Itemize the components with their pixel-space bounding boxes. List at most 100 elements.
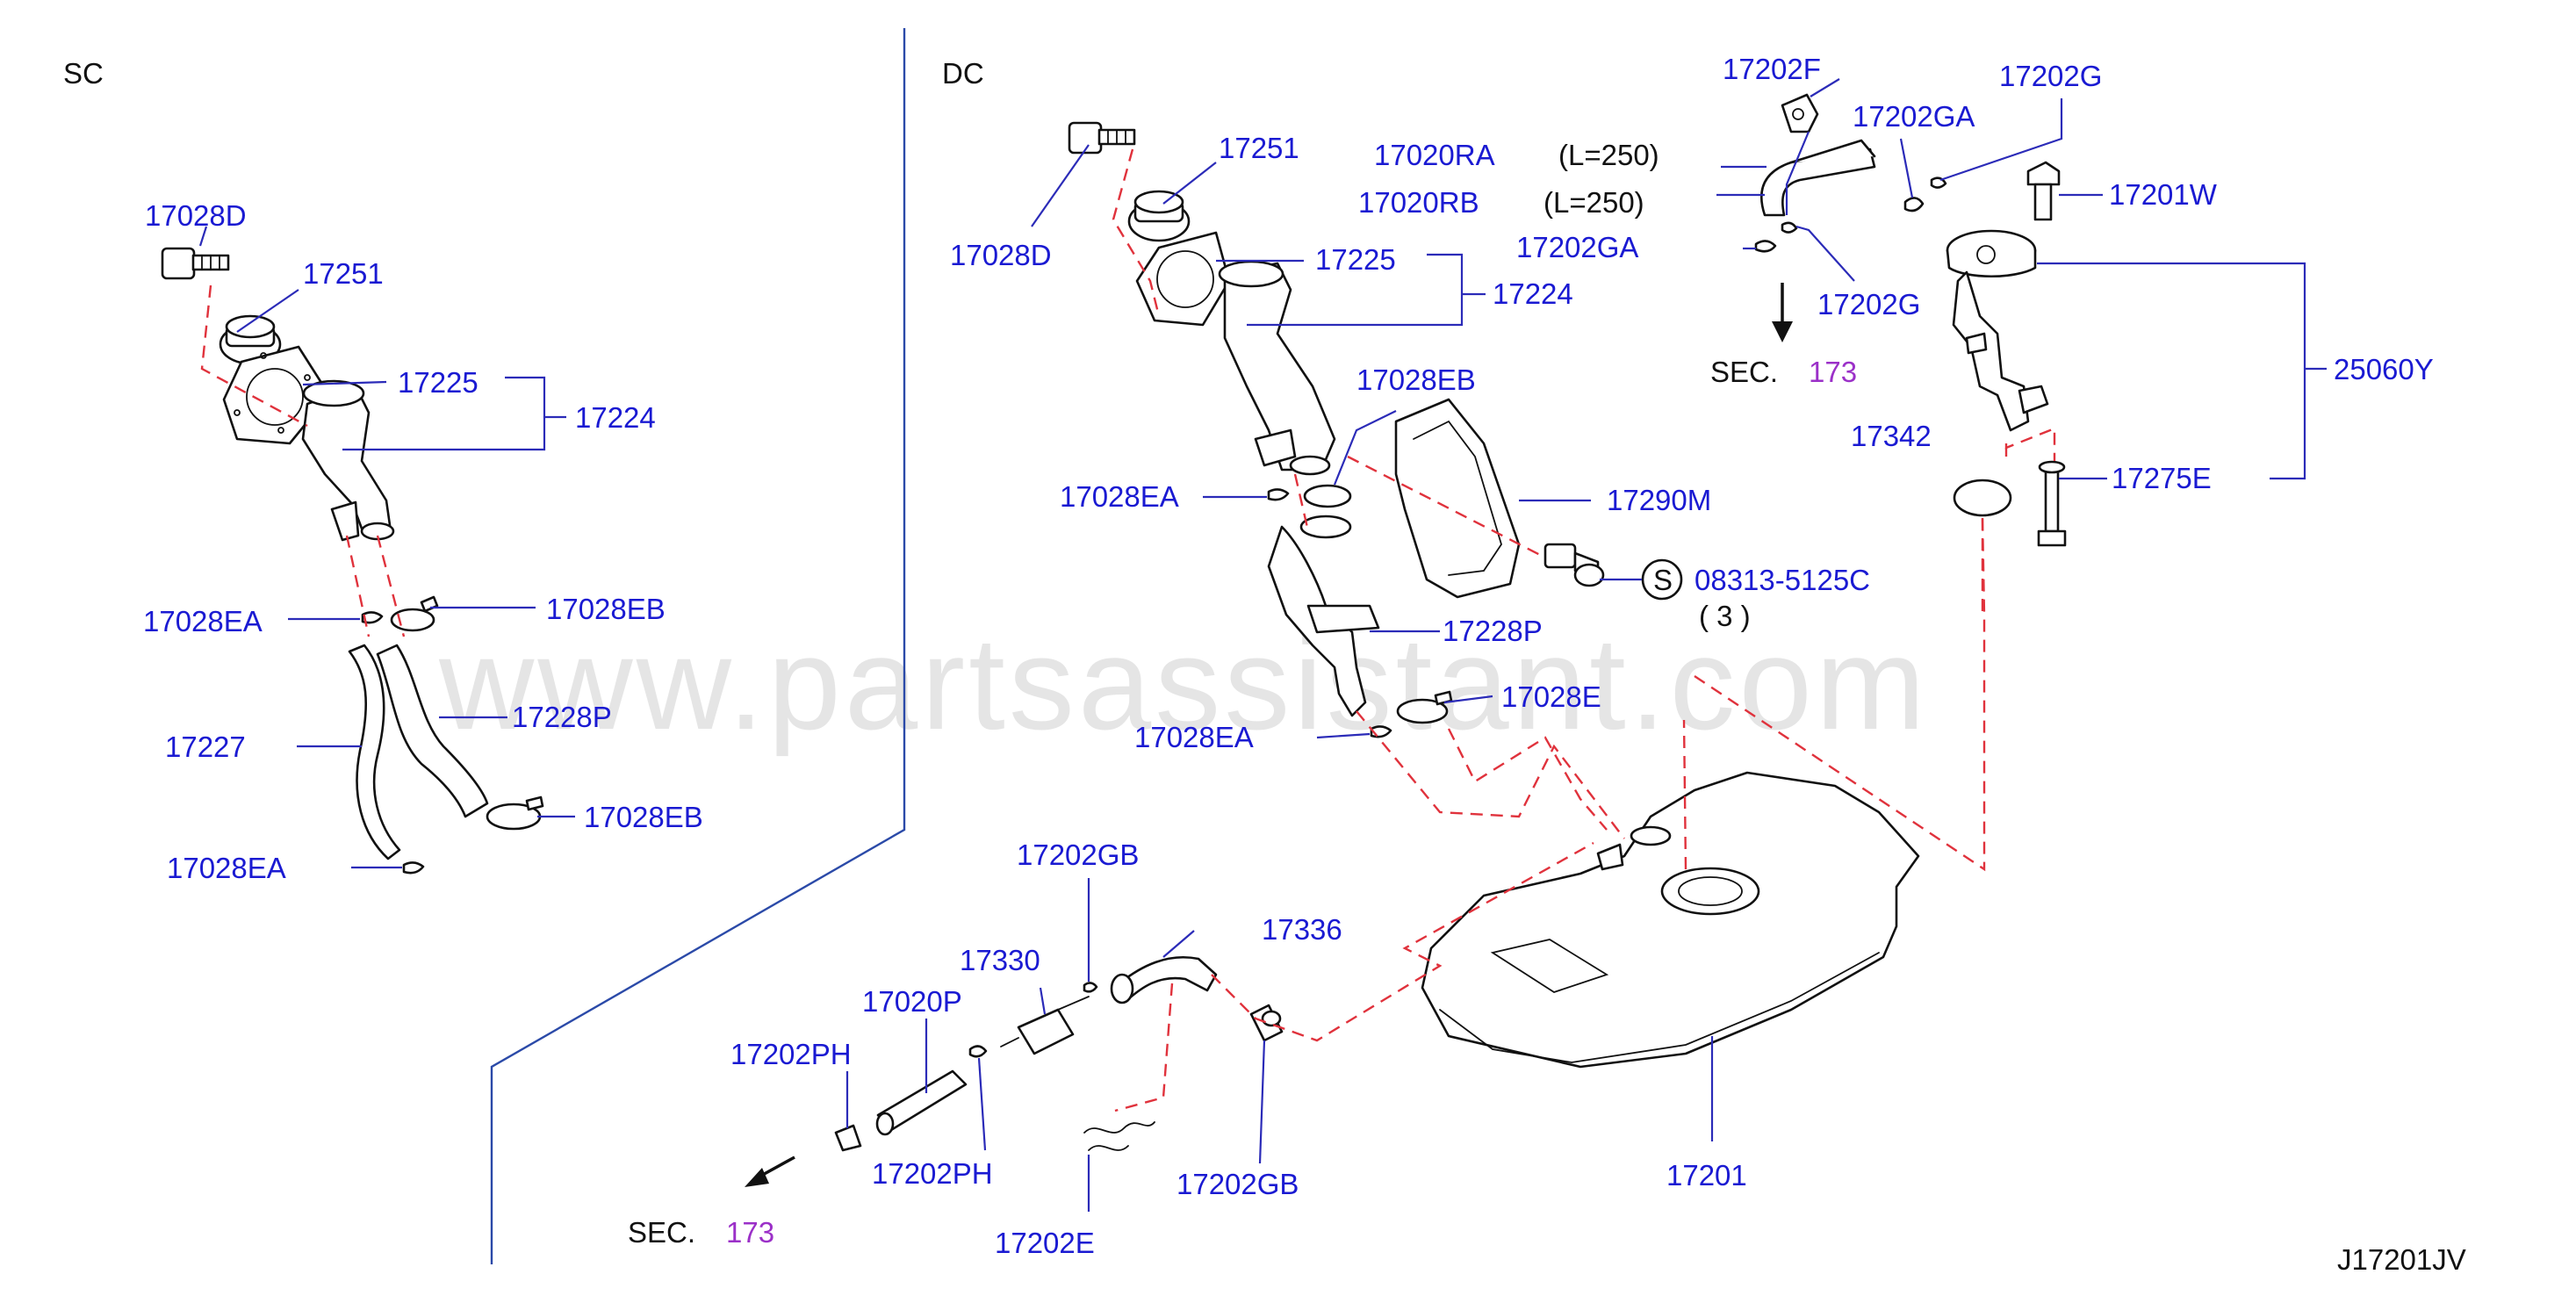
- dc-gasket-17342: [1953, 479, 2012, 517]
- label-dc-17202g-2: 17202G: [1817, 288, 1920, 320]
- dc-bolt-08313-5125c: [1543, 543, 1605, 587]
- label-dc-17202ga-1: 17202GA: [1853, 100, 1975, 133]
- label-dc-17201: 17201: [1666, 1159, 1747, 1191]
- leader-dc-17202gb-2: [1258, 1040, 1266, 1164]
- label-dc-sec-top-number[interactable]: 173: [1809, 356, 1857, 388]
- sc-hose-17228p: [376, 644, 489, 818]
- label-sc-17224: 17224: [575, 401, 656, 434]
- leader-dc-17202g-1: [1939, 98, 2063, 182]
- label-dc-17202f: 17202F: [1723, 53, 1821, 85]
- label-dc-17225: 17225: [1315, 243, 1396, 276]
- leader-sc-17224-bracket: [342, 376, 546, 451]
- watermark: www.partsassistant.com: [438, 609, 1929, 757]
- label-dc-08313-qty: ( 3 ): [1699, 600, 1751, 632]
- label-dc-17028eb: 17028EB: [1356, 364, 1476, 396]
- label-dc-sec-bottom: SEC.: [628, 1216, 695, 1249]
- label-sc-17227: 17227: [165, 731, 246, 763]
- label-dc-17202e: 17202E: [995, 1227, 1095, 1259]
- leader-dc-17202ph-2: [977, 1057, 987, 1151]
- dc-assembly-line-pump: [2004, 427, 2056, 461]
- dc-sec-top-arrow: [1772, 283, 1793, 342]
- dc-tubes-17020ra-17020rb: [1760, 139, 1876, 217]
- label-dc-17020rb-length: (L=250): [1543, 186, 1644, 219]
- label-dc-17020rb: 17020RB: [1358, 186, 1479, 219]
- leader-sc-17251: [236, 289, 299, 333]
- sc-assembly-line-3: [376, 535, 406, 637]
- label-sc-17028eb-2: 17028EB: [584, 801, 703, 833]
- dc-assembly-line-bracket: [1114, 983, 1174, 1112]
- leader-dc-17028e: [1443, 695, 1493, 704]
- dc-sec-bottom-arrow: [745, 1155, 795, 1187]
- sc-clamp-17028ea-1: [361, 611, 384, 624]
- dc-assembly-line-neck: [1293, 473, 1310, 532]
- label-dc-17202ga-2: 17202GA: [1516, 231, 1638, 263]
- dc-s-symbol: [1641, 558, 1683, 601]
- leader-dc-17202ga-1: [1899, 138, 1914, 198]
- dc-clip-17202g-2: [1781, 221, 1798, 234]
- dc-hose-17020p: [875, 1069, 968, 1136]
- label-dc-17336: 17336: [1262, 913, 1342, 946]
- leader-dc-25060y-bracket: [2037, 262, 2306, 480]
- sc-gasket-17225: [222, 345, 331, 445]
- label-dc-17228p: 17228P: [1443, 615, 1543, 647]
- label-dc-17202ph-2: 17202PH: [872, 1157, 993, 1190]
- sc-hose-17227: [348, 644, 401, 860]
- label-dc-17202ph-1: 17202PH: [730, 1038, 852, 1070]
- sc-bolt-17028d: [161, 247, 230, 280]
- sc-assembly-line-1: [200, 284, 308, 428]
- dc-assembly-line-filler: [1447, 728, 1608, 831]
- dc-assembly-line-hose: [1211, 841, 1594, 1042]
- leader-dc-17224-bracket: [1247, 253, 1464, 327]
- leader-dc-17336: [1162, 930, 1195, 958]
- sc-filler-neck-17224: [301, 379, 395, 542]
- label-dc-17028ea-1: 17028EA: [1060, 480, 1179, 513]
- dc-fuel-pump-25060y: [1946, 229, 2049, 432]
- leader-dc-17330: [1039, 987, 1047, 1015]
- label-sc-17028ea-2: 17028EA: [167, 852, 286, 884]
- label-dc-17020p: 17020P: [862, 985, 962, 1018]
- label-dc-17275e: 17275E: [2112, 462, 2212, 494]
- label-dc-17201w: 17201W: [2109, 178, 2218, 211]
- leader-sc-17028d: [198, 226, 208, 247]
- label-dc-17202gb-1: 17202GB: [1017, 839, 1139, 871]
- dc-bracket-17202e: [1083, 1121, 1155, 1151]
- label-dc-17028e: 17028E: [1501, 680, 1601, 713]
- label-sc-17225: 17225: [398, 366, 479, 399]
- dc-assembly-line-cap: [1112, 148, 1161, 317]
- label-dc-17028ea-2: 17028EA: [1134, 721, 1254, 753]
- dc-clip-17202ga-1: [1903, 197, 1925, 212]
- leader-dc-17028eb: [1333, 410, 1397, 486]
- section-label-sc: SC: [63, 57, 104, 90]
- dc-filler-cap-17251: [1127, 190, 1191, 242]
- label-sc-17228p: 17228P: [512, 701, 612, 733]
- dc-heat-shield-17290m: [1394, 398, 1521, 599]
- label-dc-17251: 17251: [1219, 132, 1299, 164]
- leader-dc-17202f-tube: [1785, 131, 1810, 215]
- label-dc-08313-5125c: 08313-5125C: [1695, 564, 1870, 596]
- label-dc-17290m: 17290M: [1607, 484, 1711, 516]
- dc-clamp-17028eb: [1303, 484, 1352, 508]
- dc-assembly-line-tank-top: [1682, 719, 1687, 870]
- dc-clip-17202ph-1: [834, 1124, 862, 1152]
- label-dc-17202g-1: 17202G: [1999, 60, 2102, 92]
- label-dc-sec-top: SEC.: [1710, 356, 1778, 388]
- label-dc-s-symbol: S: [1653, 564, 1673, 596]
- leader-dc-17202f: [1810, 78, 1840, 97]
- dc-clamp-17028ea-1: [1267, 488, 1290, 501]
- dc-filler-neck-17224: [1218, 260, 1336, 476]
- leader-dc-17251: [1162, 162, 1217, 205]
- dc-sender-17275e: [2037, 460, 2067, 547]
- label-sc-17028eb-1: 17028EB: [546, 593, 666, 625]
- sc-clamp-17028eb-1: [390, 595, 439, 632]
- dc-assembly-line-shield: [1347, 455, 1546, 559]
- label-dc-sec-bottom-number[interactable]: 173: [726, 1216, 774, 1249]
- dc-clamp-17202gb-2: [1249, 1004, 1284, 1042]
- section-divider: [490, 28, 906, 1264]
- dc-clip-17202gb-1: [1083, 982, 1098, 993]
- label-sc-17251: 17251: [303, 257, 384, 290]
- dc-filter-17330: [1000, 996, 1090, 1055]
- section-label-dc: DC: [942, 57, 984, 90]
- label-dc-17028d: 17028D: [950, 239, 1052, 271]
- label-dc-17224: 17224: [1493, 277, 1573, 310]
